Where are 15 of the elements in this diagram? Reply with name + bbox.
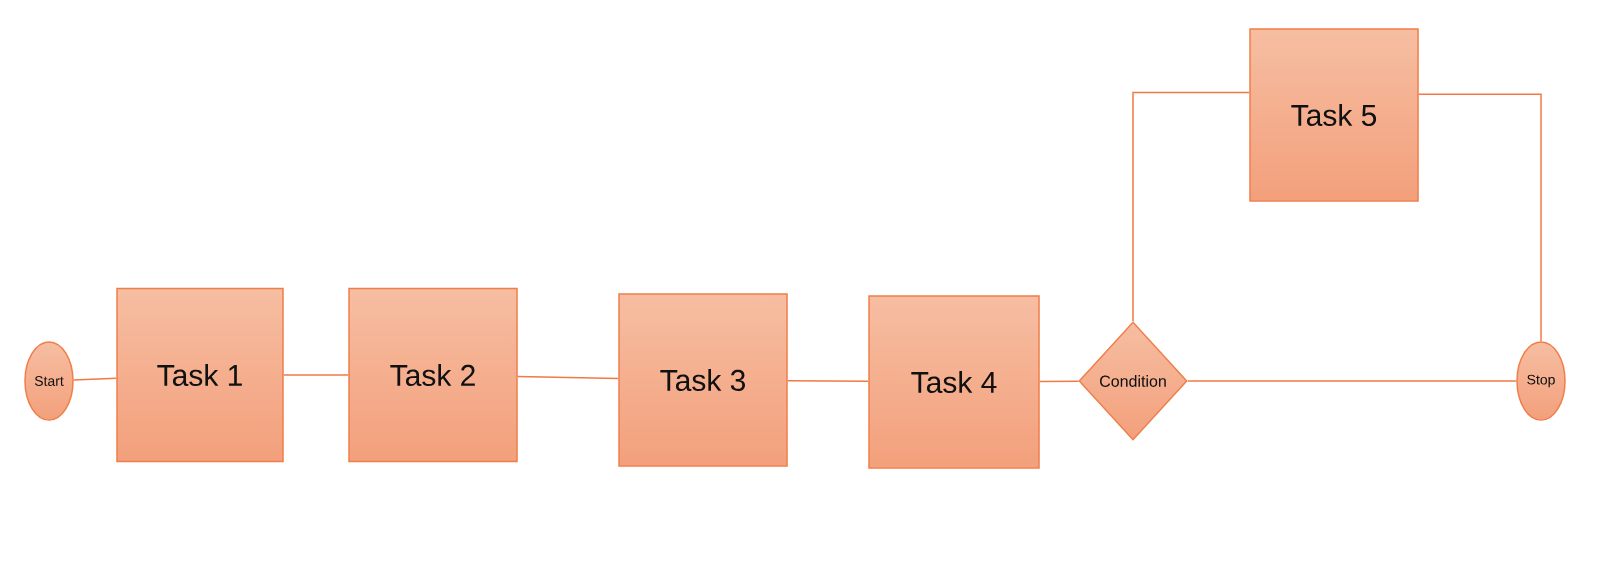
connector-line <box>1132 91 1250 322</box>
connector-line <box>73 377 117 381</box>
process-box: Task 5 <box>1249 28 1419 202</box>
process-box: Task 4 <box>868 295 1040 469</box>
terminal-oval: Start <box>24 341 74 421</box>
connector-line <box>517 375 619 380</box>
connector-line <box>1039 380 1080 383</box>
process-box: Task 3 <box>618 293 788 467</box>
connector-line <box>787 379 869 383</box>
connector-line <box>283 374 349 376</box>
connector-line <box>1187 380 1517 382</box>
process-box: Task 2 <box>348 287 518 463</box>
connector-line <box>1418 93 1542 342</box>
process-box: Task 1 <box>116 287 284 463</box>
terminal-oval: Stop <box>1516 341 1566 421</box>
